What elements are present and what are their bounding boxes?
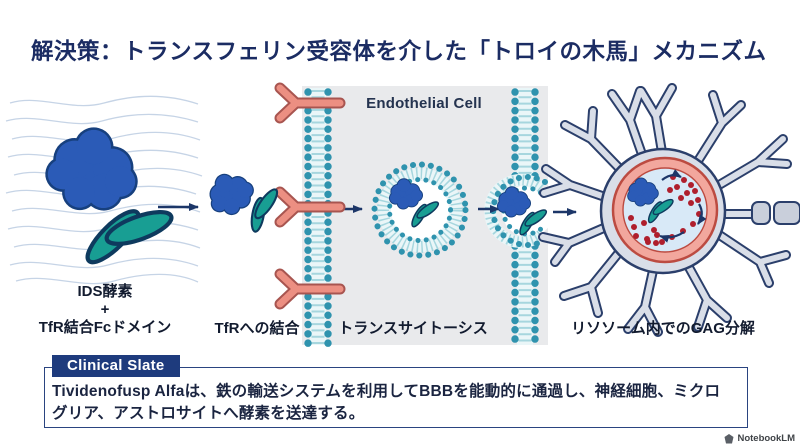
footer-brand: NotebookLM xyxy=(724,433,795,444)
stage-label-gag-degradation: リソソーム内でのGAG分解 xyxy=(571,320,755,337)
notebooklm-logo-icon xyxy=(724,433,734,443)
tfr-receptor-icon xyxy=(274,186,346,228)
tfr-receptors xyxy=(274,82,346,310)
ids-enzyme-fc-molecule-icon xyxy=(202,157,293,247)
lysosome-icon xyxy=(611,156,719,264)
clinical-slate-text: Tividenofusp Alfaは、鉄の輸送システムを利用してBBBを能動的に… xyxy=(52,383,721,422)
degradation-cycle-arrows xyxy=(659,169,707,243)
endothelial-cell-label: Endothelial Cell xyxy=(366,95,482,112)
stage-label-tfr-binding: TfRへの結合 xyxy=(214,320,300,337)
ids-enzyme-fc-molecule-icon xyxy=(27,121,194,286)
tfr-receptor-icon xyxy=(274,268,346,310)
tfr-receptor-icon xyxy=(274,82,346,124)
myelin-sheath-icon xyxy=(751,201,800,225)
footer-brand-label: NotebookLM xyxy=(737,433,795,444)
right-cell-membrane xyxy=(511,88,539,348)
clinical-slate-box xyxy=(44,367,748,428)
left-cell-membrane xyxy=(304,88,332,348)
page-title: 解決策：トランスフェリン受容体を介した「トロイの木馬」メカニズム xyxy=(31,39,767,64)
stage-label-ids-enzyme: IDS酵素 + TfR結合Fcドメイン xyxy=(38,283,172,336)
stage-label-transcytosis: トランスサイトーシス xyxy=(338,320,488,337)
clinical-slate-tab: Clinical Slate xyxy=(52,355,180,377)
